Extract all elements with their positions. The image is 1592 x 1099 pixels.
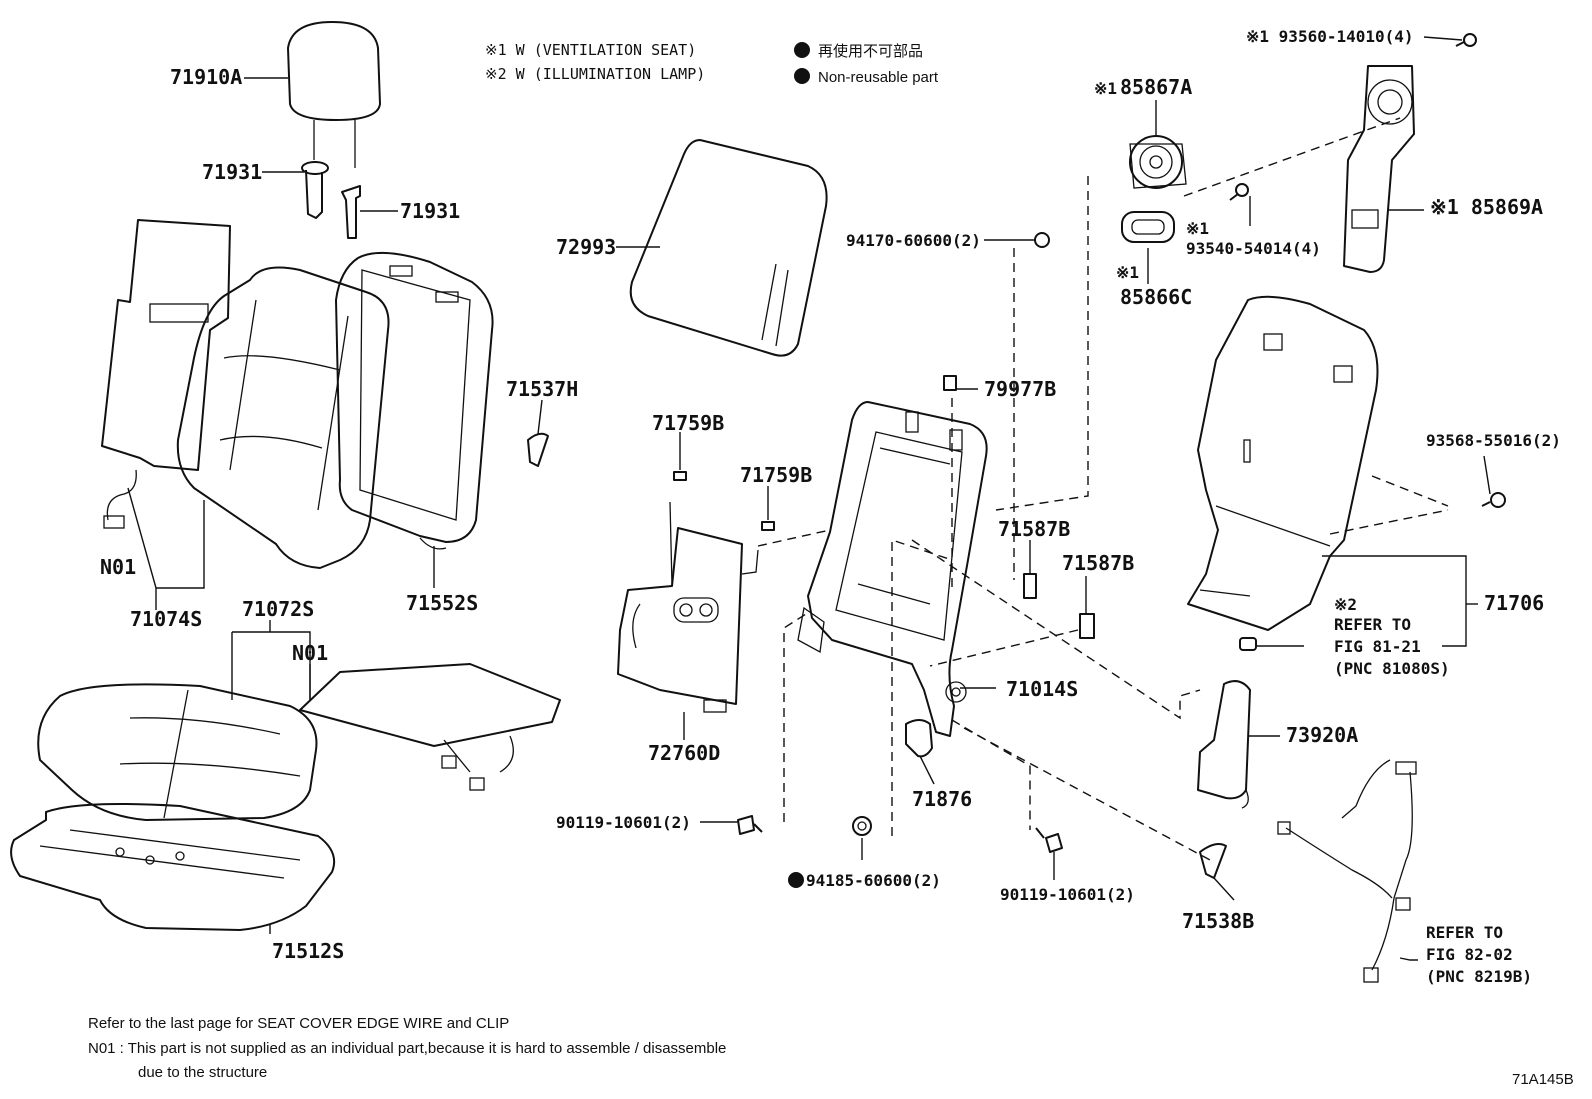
blower-duct-drawing bbox=[1343, 65, 1415, 273]
part-label-71537H: 71537H bbox=[506, 377, 578, 401]
part-labels: 71910A 71931 71931 72993 71537H 71759B 7… bbox=[100, 27, 1561, 963]
screw-93560-drawing bbox=[1455, 33, 1477, 47]
footer-note: due to the structure bbox=[138, 1064, 267, 1081]
cross-reference-81-21[interactable]: ※2 REFER TO FIG 81-21 (PNC 81080S) bbox=[1334, 595, 1450, 678]
part-label-71538B: 71538B bbox=[1182, 909, 1254, 933]
part-label-71552S: 71552S bbox=[406, 591, 478, 615]
legend-nonreusable-jp: 再使用不可部品 bbox=[818, 43, 923, 60]
part-note-93540: ※1 bbox=[1186, 219, 1209, 238]
seat-wire-harness-drawing bbox=[1277, 759, 1417, 983]
legend: ※1 W (VENTILATION SEAT) ※2 W (ILLUMINATI… bbox=[485, 41, 939, 86]
trim-clip-71538B-drawing bbox=[1199, 843, 1227, 879]
seatback-heater-drawing bbox=[101, 219, 231, 529]
trim-clip-71537H-drawing bbox=[527, 432, 549, 467]
part-label-71014S: 71014S bbox=[1006, 677, 1078, 701]
legend-note-illumination: ※2 W (ILLUMINATION LAMP) bbox=[485, 65, 705, 83]
part-label-71587B: 71587B bbox=[1062, 551, 1134, 575]
nut-94185-drawing bbox=[852, 816, 872, 836]
part-label-72993: 72993 bbox=[556, 235, 616, 259]
footer-notes: Refer to the last page for SEAT COVER ED… bbox=[88, 1015, 1574, 1088]
seatback-board-drawing bbox=[1187, 295, 1379, 631]
reference-line: (PNC 81080S) bbox=[1334, 659, 1450, 678]
nonreusable-bullet-icon bbox=[794, 68, 810, 84]
part-label-85867A: 85867A bbox=[1120, 75, 1192, 99]
reference-line: FIG 81-21 bbox=[1334, 637, 1421, 656]
headrest-drawing bbox=[287, 21, 381, 168]
part-label-71931: 71931 bbox=[400, 199, 460, 223]
part-label-71759B: 71759B bbox=[652, 411, 724, 435]
part-label-71706: 71706 bbox=[1484, 591, 1544, 615]
reference-line: FIG 82-02 bbox=[1426, 945, 1513, 964]
nut-94170-drawing bbox=[1034, 232, 1050, 248]
side-airbag-cover-drawing bbox=[1197, 680, 1251, 809]
part-label-93568: 93568-55016(2) bbox=[1426, 431, 1561, 450]
frame-bracket-71587B-drawing bbox=[1023, 573, 1095, 639]
footer-note: N01 : This part is not supplied as an in… bbox=[88, 1040, 726, 1057]
lamp-bulb-drawing bbox=[1239, 637, 1257, 651]
cushion-pad-drawing bbox=[10, 803, 336, 931]
fan-gasket-drawing bbox=[1121, 211, 1175, 243]
clip-79977B-drawing bbox=[943, 375, 957, 391]
part-label-94170: 94170-60600(2) bbox=[846, 231, 981, 250]
cross-reference-82-02[interactable]: REFER TO FIG 82-02 (PNC 8219B) bbox=[1426, 923, 1532, 986]
part-label-71931: 71931 bbox=[202, 160, 262, 184]
part-label-85869A: ※1 85869A bbox=[1430, 195, 1543, 219]
headrest-support-drawing bbox=[301, 161, 361, 239]
part-label-71587B: 71587B bbox=[998, 517, 1070, 541]
cushion-cover-drawing bbox=[37, 683, 318, 821]
part-label-85866C: 85866C bbox=[1120, 285, 1192, 309]
cushion-heater-drawing bbox=[299, 663, 561, 791]
part-label-71759B: 71759B bbox=[740, 463, 812, 487]
part-label-90119: 90119-10601(2) bbox=[556, 813, 691, 832]
part-note-85866C: ※1 bbox=[1116, 263, 1139, 282]
reference-line: REFER TO bbox=[1334, 615, 1411, 634]
part-label-94185: 94185-60600(2) bbox=[806, 871, 941, 890]
part-label-90119: 90119-10601(2) bbox=[1000, 885, 1135, 904]
nonreusable-bullet-icon bbox=[794, 42, 810, 58]
seatback-pad-drawing bbox=[335, 251, 494, 550]
footer-note: Refer to the last page for SEAT COVER ED… bbox=[88, 1015, 509, 1032]
illustration-id: 71A145B bbox=[1512, 1071, 1574, 1088]
legend-note-ventilation: ※1 W (VENTILATION SEAT) bbox=[485, 41, 696, 59]
lumbar-support-drawing bbox=[617, 501, 759, 713]
part-label-93540: 93540-54014(4) bbox=[1186, 239, 1321, 258]
part-label-73920A: 73920A bbox=[1286, 723, 1358, 747]
screw-93540-drawing bbox=[1229, 183, 1249, 201]
cover-71876-drawing bbox=[905, 719, 933, 758]
legend-nonreusable-en: Non-reusable part bbox=[818, 69, 939, 86]
part-label-79977B: 79977B bbox=[984, 377, 1056, 401]
part-label-71072S: 71072S bbox=[242, 597, 314, 621]
part-label-71512S: 71512S bbox=[272, 939, 344, 963]
assembly-lines bbox=[757, 117, 1449, 861]
seatback-cover-drawing bbox=[176, 266, 390, 569]
reference-note-mark: ※2 bbox=[1334, 595, 1357, 614]
nonreusable-bullet-icon bbox=[788, 872, 804, 888]
part-label-72760D: 72760D bbox=[648, 741, 720, 765]
part-label-71074S: 71074S bbox=[130, 607, 202, 631]
reference-line: REFER TO bbox=[1426, 923, 1503, 942]
part-label-93560: ※1 93560-14010(4) bbox=[1246, 27, 1414, 46]
wire-clip-71759B-drawing bbox=[673, 471, 775, 531]
part-label-N01: N01 bbox=[292, 641, 328, 665]
part-label-71876: 71876 bbox=[912, 787, 972, 811]
leader-lines bbox=[127, 36, 1491, 961]
bolt-90119-right-drawing bbox=[1035, 827, 1063, 853]
blower-fan-drawing bbox=[1129, 135, 1187, 189]
back-board-drawing bbox=[629, 139, 828, 357]
reference-line: (PNC 8219B) bbox=[1426, 967, 1532, 986]
screw-93568-drawing bbox=[1481, 492, 1506, 508]
seatback-frame-drawing bbox=[797, 401, 988, 737]
part-label-71910A: 71910A bbox=[170, 65, 242, 89]
part-label-N01: N01 bbox=[100, 555, 136, 579]
bolt-90119-left-drawing bbox=[737, 815, 763, 835]
part-note-85867A: ※1 bbox=[1094, 79, 1117, 98]
